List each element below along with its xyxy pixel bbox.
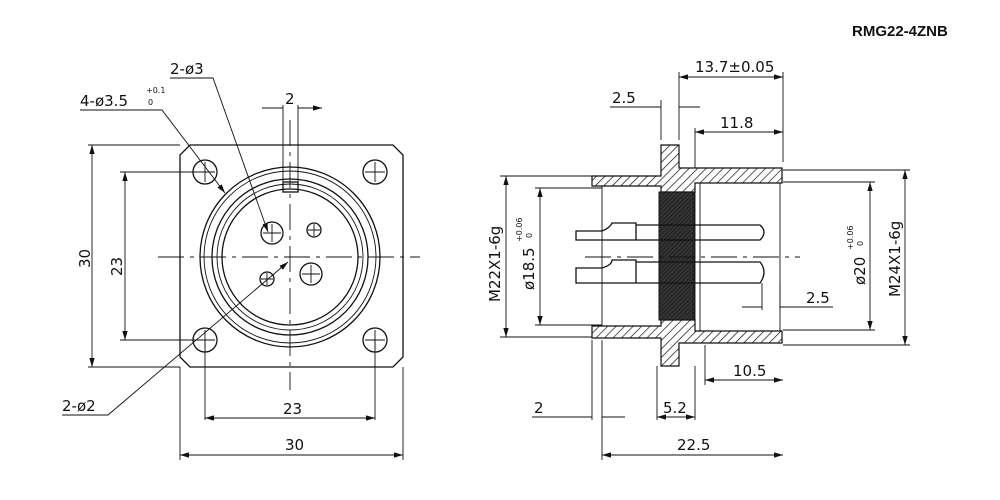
thread-length-label: 11.8 — [720, 114, 753, 132]
side-view: M22X1-6g ø18.5 +0.06 0 ø20 +0.06 0 M24X1… — [486, 58, 910, 460]
dim-height-holes-label: 23 — [108, 257, 126, 276]
dim-height-outer-label: 30 — [76, 249, 94, 268]
leader-pins-large — [170, 77, 269, 233]
tol-upper: +0.06 — [515, 217, 524, 242]
front-length-label: 13.7±0.05 — [695, 58, 774, 76]
insulator — [658, 191, 695, 321]
part-number: RMG22-4ZNB — [852, 23, 948, 40]
tol-lower: 0 — [525, 233, 534, 238]
pins-small-label: 2-ø2 — [62, 397, 96, 415]
key-slot — [282, 181, 299, 193]
body-lower-section — [591, 319, 783, 367]
dim-width-holes-label: 23 — [283, 400, 302, 418]
tol-lower: 0 — [148, 98, 153, 107]
tol-upper: +0.1 — [146, 86, 165, 95]
dim-key-label: 2 — [285, 90, 295, 108]
total-length-label: 22.5 — [677, 436, 710, 454]
dim-width-outer-label: 30 — [285, 436, 304, 454]
mount-holes-label: 4-ø3.5 — [80, 92, 128, 110]
flange-outline — [179, 144, 404, 368]
ext-lines — [88, 144, 195, 368]
body-front-label: 10.5 — [733, 362, 766, 380]
tol-lower: 0 — [856, 241, 865, 246]
front-view: 2 30 23 23 30 4-ø3.5 +0.1 0 2-ø3 2-ø2 — [62, 60, 420, 460]
flange-thickness-label: 2.5 — [612, 89, 636, 107]
leader-mount-holes — [80, 109, 226, 194]
pin-upper — [575, 222, 765, 241]
contact-pins — [259, 221, 323, 287]
pin-offset-label: 2.5 — [806, 289, 830, 307]
ext-lines-h — [179, 340, 404, 460]
insulator-label: 5.2 — [663, 399, 687, 417]
pins-large-label: 2-ø3 — [170, 60, 204, 78]
dia-rear-label: ø18.5 — [520, 247, 538, 290]
body-lines — [601, 183, 781, 331]
leader-pins-small — [62, 261, 289, 416]
rear-lip-label: 2 — [534, 399, 544, 417]
thread-front-label: M24X1-6g — [886, 221, 904, 297]
dia-front-label: ø20 — [851, 257, 869, 285]
pin-lower — [575, 259, 765, 284]
thread-rear-label: M22X1-6g — [486, 226, 504, 302]
ext-lines-side-v — [591, 72, 784, 460]
ext-lines-side — [500, 169, 910, 346]
body-upper-section — [591, 144, 783, 193]
tol-upper: +0.06 — [846, 225, 855, 250]
